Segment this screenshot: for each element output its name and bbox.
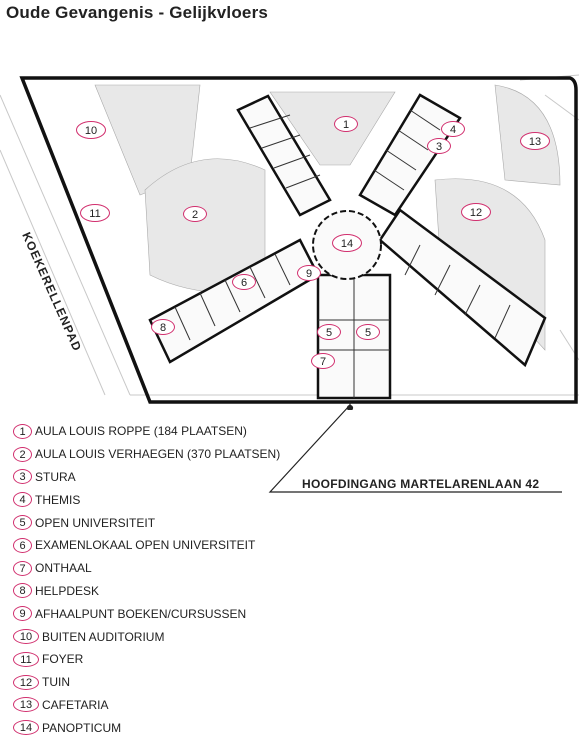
entrance-label: HOOFDINGANG MARTELARENLAAN 42 xyxy=(302,477,540,491)
legend-number: 14 xyxy=(13,720,39,736)
map-marker-14[interactable]: 14 xyxy=(332,234,362,252)
legend-number: 5 xyxy=(13,515,32,531)
site-outline xyxy=(19,76,578,404)
legend-label: HELPDESK xyxy=(35,583,100,598)
map-marker-10[interactable]: 10 xyxy=(76,121,106,139)
map-marker-11[interactable]: 11 xyxy=(80,204,110,222)
wing-partitions xyxy=(174,109,511,398)
legend-number: 4 xyxy=(13,492,32,508)
legend-number: 10 xyxy=(13,629,39,645)
map-marker-5b[interactable]: 5 xyxy=(356,324,380,340)
legend-number: 9 xyxy=(13,606,32,622)
legend-number: 12 xyxy=(13,674,39,690)
legend-number: 8 xyxy=(13,583,32,599)
wing-north-east xyxy=(358,93,462,217)
legend-label: ONTHAAL xyxy=(35,561,92,576)
map-marker-5a[interactable]: 5 xyxy=(317,324,341,340)
map-marker-7[interactable]: 7 xyxy=(311,353,335,369)
legend-number: 1 xyxy=(13,423,32,439)
legend-label: THEMIS xyxy=(35,492,81,507)
legend-label: AULA LOUIS VERHAEGEN (370 PLAATSEN) xyxy=(35,447,281,462)
legend-label: AULA LOUIS ROPPE (184 PLAATSEN) xyxy=(35,424,247,439)
map-marker-6[interactable]: 6 xyxy=(232,274,256,290)
legend-label: PANOPTICUM xyxy=(42,720,122,735)
legend-number: 7 xyxy=(13,560,32,576)
wing-north-west xyxy=(236,94,332,217)
building-wings xyxy=(148,93,547,400)
legend-label: STURA xyxy=(35,469,76,484)
legend-label: FOYER xyxy=(42,652,84,667)
map-marker-9[interactable]: 9 xyxy=(297,265,321,281)
map-marker-8[interactable]: 8 xyxy=(151,319,175,335)
legend-label: CAFETARIA xyxy=(42,697,109,712)
legend-label: BUITEN AUDITORIUM xyxy=(42,629,165,644)
wing-south-east xyxy=(378,208,547,368)
legend-number: 3 xyxy=(13,469,32,485)
legend-label: OPEN UNIVERSITEIT xyxy=(35,515,156,530)
legend-label: AFHAALPUNT BOEKEN/CURSUSSEN xyxy=(35,606,247,621)
legend-number: 2 xyxy=(13,446,32,462)
legend-number: 13 xyxy=(13,697,39,713)
map-marker-1[interactable]: 1 xyxy=(334,116,358,132)
page-title: Oude Gevangenis - Gelijkvloers xyxy=(6,3,269,22)
map-marker-13[interactable]: 13 xyxy=(520,132,550,150)
map-marker-4[interactable]: 4 xyxy=(441,121,465,137)
surrounding-streets xyxy=(0,74,579,396)
map-marker-3[interactable]: 3 xyxy=(427,138,451,154)
legend-number: 6 xyxy=(13,537,32,553)
map-marker-2[interactable]: 2 xyxy=(183,206,207,222)
legend-label: EXAMENLOKAAL OPEN UNIVERSITEIT xyxy=(35,538,256,553)
legend-label: TUIN xyxy=(42,675,70,690)
map-marker-12[interactable]: 12 xyxy=(461,203,491,221)
legend-number: 11 xyxy=(13,651,39,667)
